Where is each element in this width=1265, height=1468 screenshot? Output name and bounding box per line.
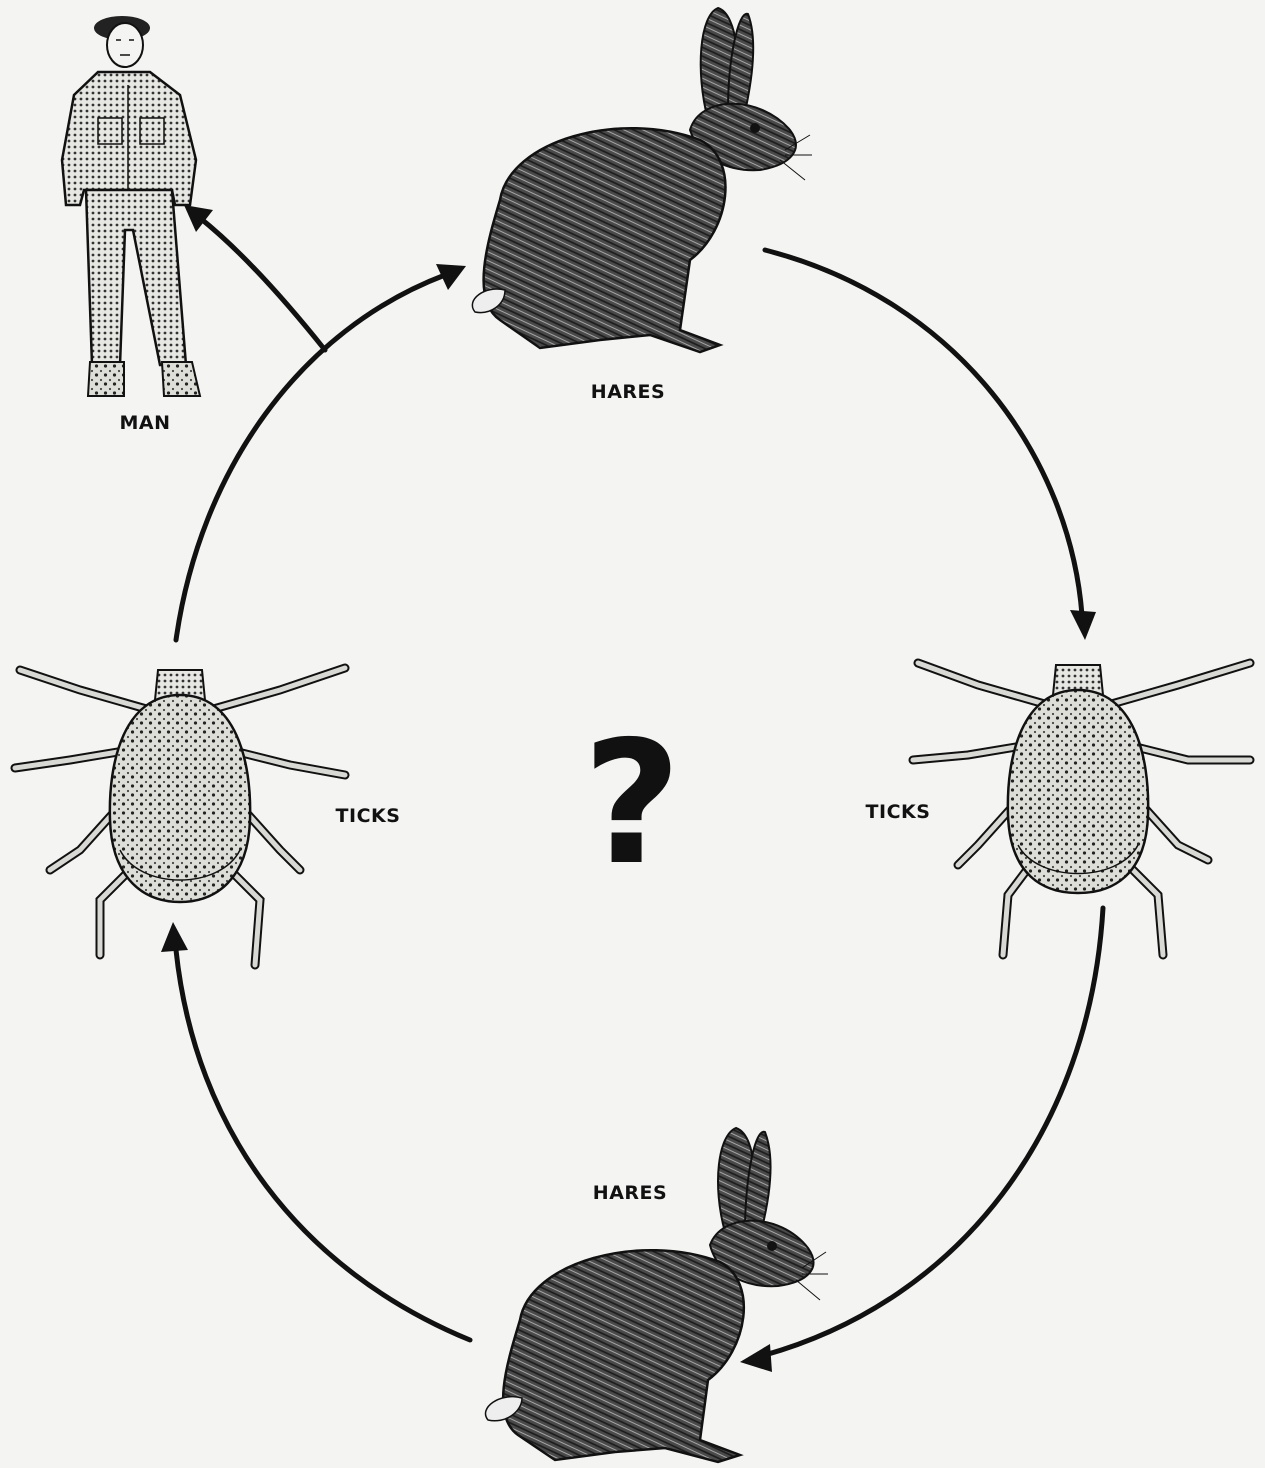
- tick-right-figure: [913, 663, 1250, 955]
- ticks-left-label: TICKS: [336, 805, 401, 827]
- arrow-ticks-left-to-hares-top: [176, 264, 466, 640]
- ticks-right-label: TICKS: [866, 801, 931, 823]
- hares-top-label: HARES: [591, 381, 665, 403]
- arrow-ticks-right-to-hares-bottom: [740, 908, 1103, 1372]
- hares-bottom-label: HARES: [593, 1182, 667, 1204]
- hare-bottom-figure: [486, 1128, 828, 1462]
- hare-top-figure: [472, 8, 812, 352]
- man-label: MAN: [119, 412, 170, 434]
- arrow-to-man: [184, 205, 325, 350]
- man-figure: [62, 16, 200, 396]
- tick-left-figure: [15, 668, 345, 965]
- arrow-hares-top-to-ticks-right: [765, 250, 1096, 640]
- arrow-hares-bottom-to-ticks-left: [161, 922, 470, 1340]
- question-mark: ?: [583, 705, 682, 903]
